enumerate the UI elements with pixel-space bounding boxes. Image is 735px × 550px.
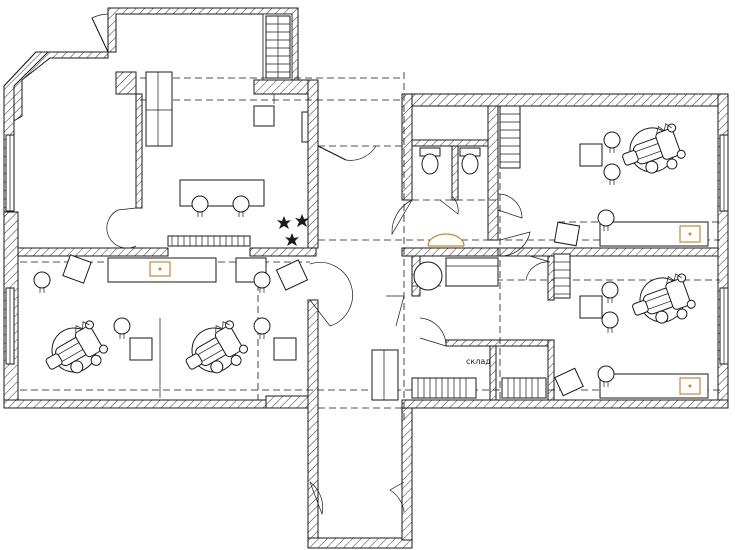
stool-icon [601,311,619,334]
sink-icon [427,233,465,247]
dental-chair-icon [36,315,113,388]
round-table [413,261,443,291]
cabinet [253,105,275,127]
stool-icon [33,271,51,294]
stool-icon [113,317,131,340]
wall-panel [301,111,309,143]
windows [5,134,729,365]
stool-icon [253,317,271,340]
stool-icon [603,131,621,154]
plant-icon [277,214,309,246]
stool-icon [601,281,619,304]
radiator [167,235,251,247]
staircase-icon [499,105,521,169]
chair [275,259,309,291]
chair [554,367,584,397]
cabinet [579,143,603,167]
chair [553,221,581,247]
storage-sofa [445,257,499,287]
toilet-icon [459,147,481,175]
doors [91,13,551,516]
room-label-storage: склад [466,357,491,366]
staircase-icon [265,15,291,79]
cabinet [129,337,153,361]
radiator [501,377,547,399]
corridor-sofa [371,349,399,401]
walls [3,7,729,549]
dental-chair-icon [176,315,253,388]
counter [107,257,217,283]
cabinet [579,295,603,319]
dental-chair-icon [615,118,690,185]
chair [62,254,92,284]
stool-icon [603,163,621,186]
dental-chair-icon [625,268,700,335]
reception-table [179,179,265,218]
sofa [145,71,173,147]
staircase-icon [553,253,571,299]
toilet-icon [419,147,441,175]
radiator [411,377,477,399]
stool-icon [253,271,271,294]
cabinet [273,337,297,361]
